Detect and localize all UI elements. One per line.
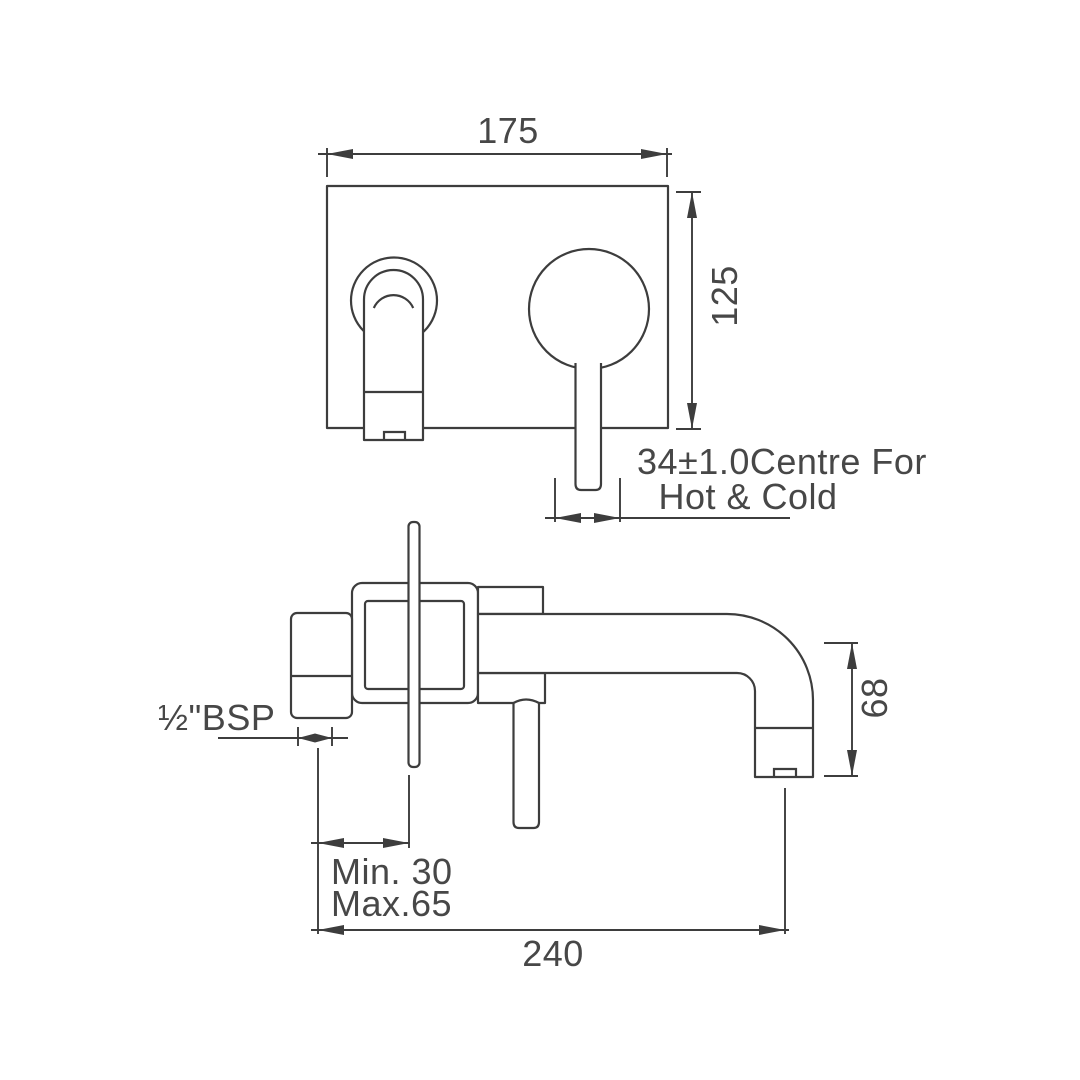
- inlet-connector: [289, 611, 354, 720]
- arrowhead-left: [318, 925, 344, 935]
- arrowhead-right: [383, 838, 409, 848]
- hot-cold-centres-label-line1: 34±1.0Centre For: [637, 441, 927, 482]
- arrowhead-right: [315, 733, 332, 743]
- front-view: 175 125 34±1.0Centre For Hot & Cold: [318, 110, 927, 523]
- dim-spout-drop: 68: [824, 642, 895, 777]
- wall-plate-edge: [407, 520, 421, 769]
- dim-hot-cold-centres: 34±1.0Centre For Hot & Cold: [545, 441, 927, 523]
- arrowhead-left: [327, 149, 353, 159]
- spout-aerator-notch-side: [772, 767, 798, 777]
- upper-spout-connector: [476, 585, 545, 616]
- side-view: ½"BSP Min. 30 Max.65 240 68: [158, 520, 895, 974]
- arrowhead-down: [847, 750, 857, 776]
- plate-width-dimension-label: 175: [477, 110, 539, 151]
- spout-aerator-notch-front: [382, 430, 407, 440]
- arrowhead-right: [594, 513, 620, 523]
- dim-plate-width: 175: [318, 110, 672, 177]
- hot-cold-centres-label-line2: Hot & Cold: [658, 476, 837, 517]
- dim-plate-height: 125: [676, 191, 745, 430]
- arrowhead-right: [759, 925, 785, 935]
- dim-bsp-thread: ½"BSP: [158, 697, 348, 746]
- spout-reach-label: 240: [522, 933, 584, 974]
- arrowhead-left: [298, 733, 315, 743]
- spout-tube-side: [476, 612, 815, 779]
- wall-depth-max-label: Max.65: [331, 883, 452, 924]
- arrowhead-down: [687, 403, 697, 429]
- dim-spout-reach: 240: [311, 788, 789, 974]
- arrowhead-up: [687, 192, 697, 218]
- handle-escutcheon-circle: [527, 247, 651, 371]
- arrowhead-right: [641, 149, 667, 159]
- handle-lever-front: [574, 363, 603, 492]
- lower-spout-connector: [476, 671, 547, 705]
- spout-drop-label: 68: [854, 677, 895, 718]
- plate-height-dimension-label: 125: [704, 265, 745, 327]
- arrowhead-up: [847, 643, 857, 669]
- arrowhead-left: [318, 838, 344, 848]
- dim-wall-depth: Min. 30 Max.65: [311, 748, 453, 934]
- handle-lever-side: [512, 698, 541, 830]
- bsp-thread-label: ½"BSP: [158, 697, 275, 738]
- wall-depth-min-label: Min. 30: [331, 851, 453, 892]
- spout-inner-arc: [372, 294, 415, 309]
- spout-body-front: [362, 268, 425, 442]
- arrowhead-left: [555, 513, 581, 523]
